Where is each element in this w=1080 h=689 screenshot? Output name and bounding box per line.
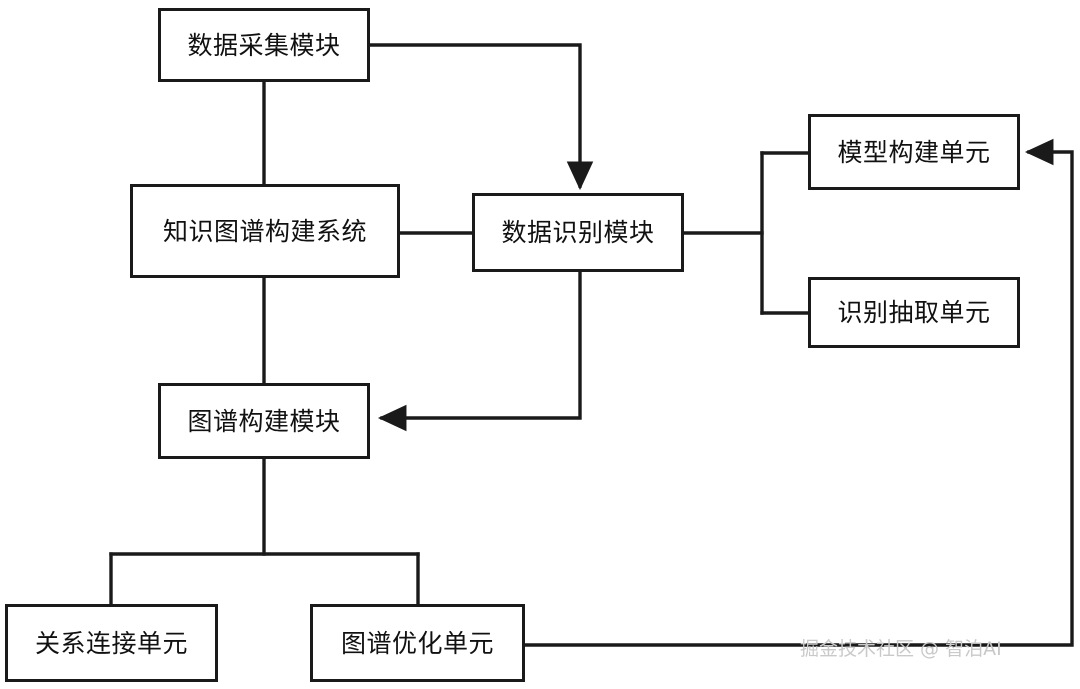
node-label: 模型构建单元 (837, 137, 991, 167)
node-model-building-unit[interactable]: 模型构建单元 (808, 114, 1020, 190)
node-label: 图谱优化单元 (340, 628, 494, 658)
edge-optimization-feedback-to-model-unit (523, 138, 1074, 647)
node-label: 数据采集模块 (187, 30, 341, 60)
node-label: 知识图谱构建系统 (162, 216, 367, 246)
node-kg-construction-system[interactable]: 知识图谱构建系统 (130, 184, 400, 278)
node-graph-construction-module[interactable]: 图谱构建模块 (158, 383, 370, 459)
node-recognition-extraction-unit[interactable]: 识别抽取单元 (808, 277, 1020, 348)
node-label: 关系连接单元 (34, 628, 188, 658)
node-relation-connection-unit[interactable]: 关系连接单元 (5, 604, 218, 682)
node-graph-optimization-unit[interactable]: 图谱优化单元 (310, 604, 525, 682)
watermark-text: 掘金技术社区 @ 智泊AI (800, 638, 1002, 660)
node-data-recognition-module[interactable]: 数据识别模块 (472, 193, 684, 272)
node-label: 数据识别模块 (501, 218, 655, 247)
node-data-collection-module[interactable]: 数据采集模块 (158, 8, 370, 82)
node-label: 图谱构建模块 (187, 406, 341, 436)
edge-recognition-to-graph-construction (377, 270, 582, 432)
node-label: 识别抽取单元 (837, 298, 991, 327)
edge-collection-to-recognition (368, 43, 594, 191)
